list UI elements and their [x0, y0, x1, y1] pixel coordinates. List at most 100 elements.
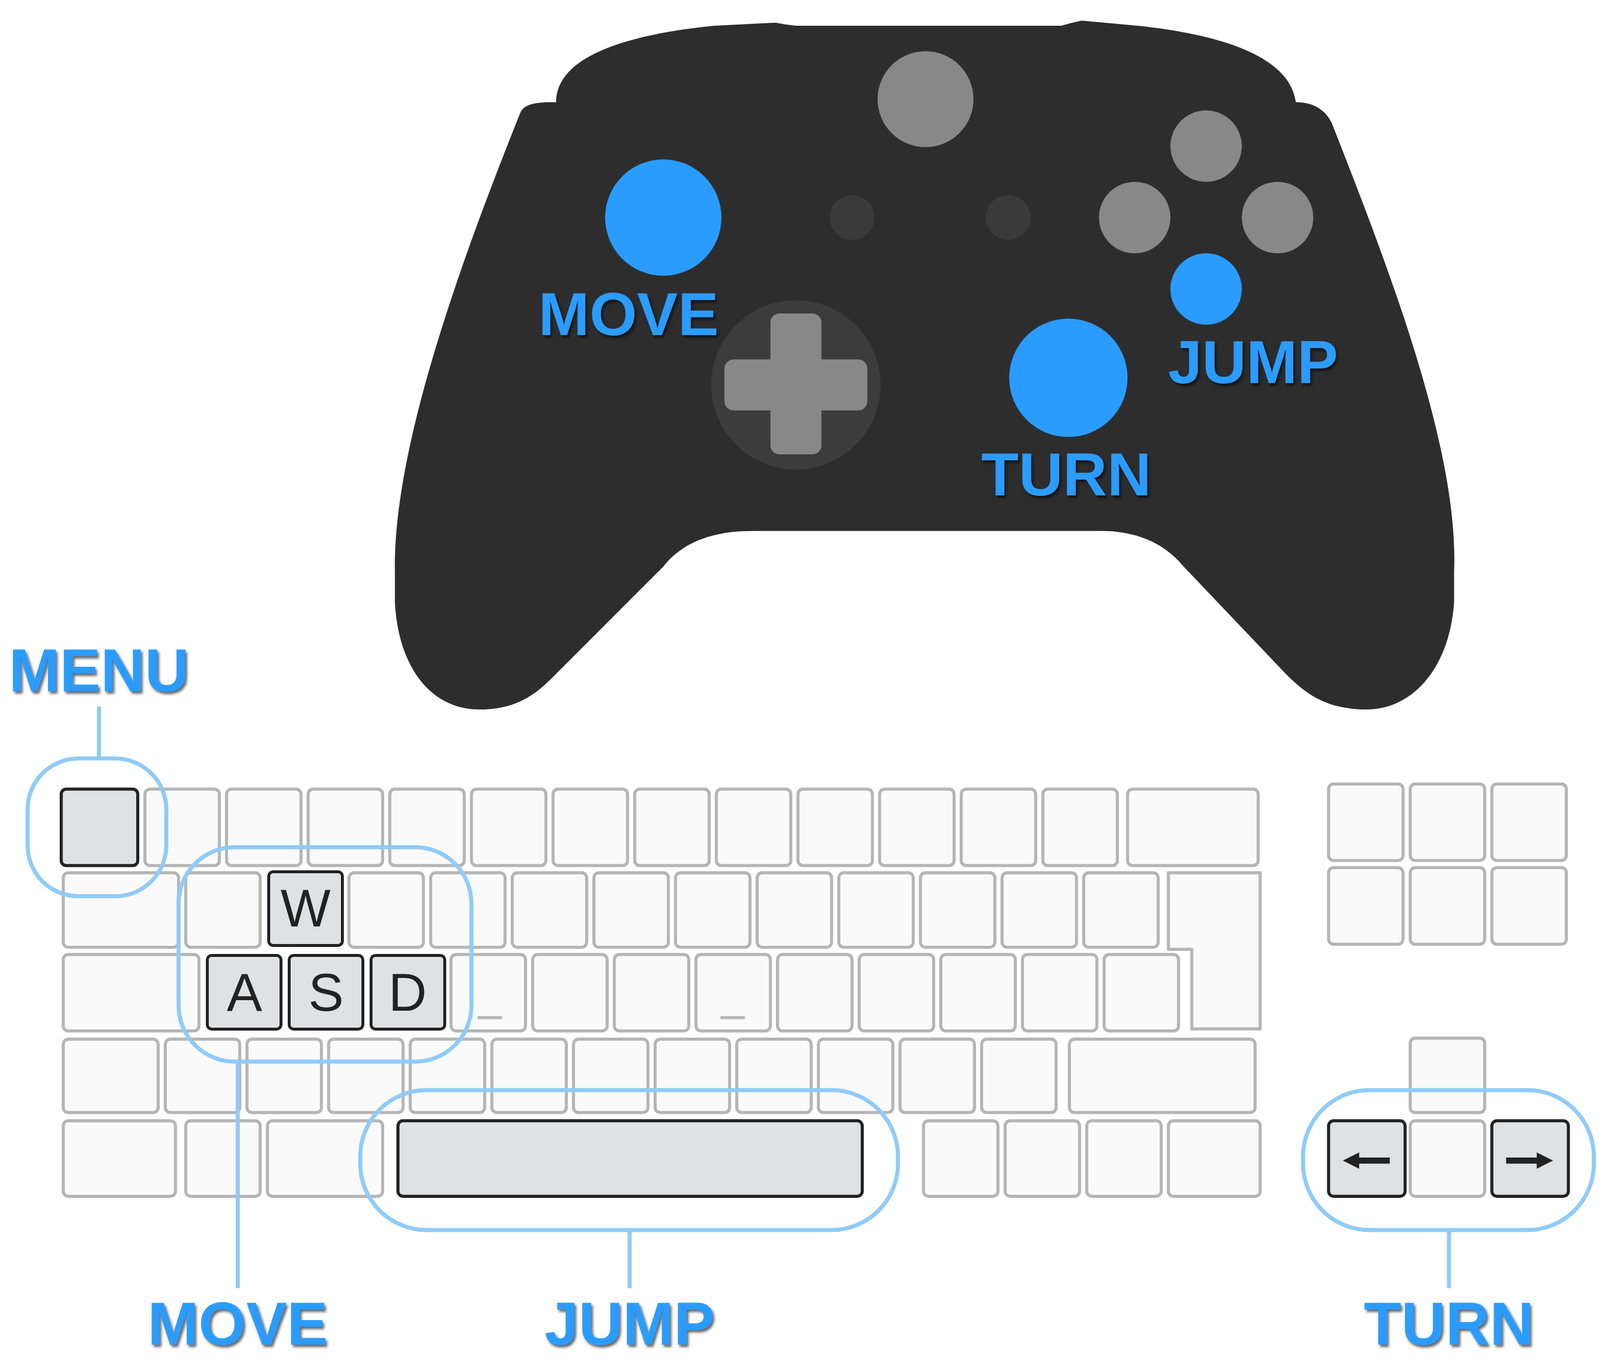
control-label: MOVE	[538, 283, 719, 346]
left-arrow-symbol	[1342, 1152, 1390, 1169]
face-button	[1170, 110, 1242, 182]
callout-outline	[27, 758, 167, 897]
key	[226, 788, 301, 866]
key	[1409, 783, 1485, 861]
key	[777, 954, 853, 1031]
key	[532, 954, 608, 1031]
key	[1168, 1120, 1261, 1196]
key	[1409, 1038, 1485, 1113]
key	[736, 1039, 812, 1113]
key-cap: S	[287, 953, 365, 1031]
key	[900, 1039, 975, 1113]
key	[398, 1120, 863, 1196]
dpad	[724, 359, 868, 411]
key	[961, 788, 1036, 866]
control-label: JUMP	[1167, 331, 1339, 393]
face-button	[1170, 253, 1242, 325]
key	[923, 1120, 998, 1196]
key	[63, 1039, 158, 1113]
key	[1069, 1039, 1256, 1113]
key	[920, 872, 995, 947]
face-button	[1098, 181, 1171, 254]
key	[1042, 788, 1117, 866]
key	[675, 872, 750, 947]
key	[308, 788, 383, 866]
right-stick	[1009, 318, 1128, 437]
key	[1409, 867, 1485, 944]
callout-outline	[1302, 1090, 1594, 1230]
key	[859, 954, 934, 1031]
home-bump	[720, 1015, 746, 1019]
key	[185, 1120, 261, 1196]
callout-label: MOVE	[147, 1292, 328, 1355]
key	[185, 872, 261, 947]
key	[1328, 1120, 1406, 1196]
key	[553, 788, 628, 866]
face-button	[1242, 181, 1314, 254]
callout-outline	[178, 847, 472, 1062]
right-arrow-symbol	[1505, 1152, 1553, 1169]
key	[1104, 954, 1179, 1031]
key	[818, 1039, 893, 1113]
key	[1127, 788, 1258, 866]
key	[63, 872, 179, 947]
leader-line	[627, 1229, 632, 1288]
key-cap: A	[205, 953, 283, 1031]
guide-button	[877, 51, 974, 148]
key	[695, 954, 771, 1031]
control-label: TURN	[981, 443, 1152, 506]
key	[491, 1039, 567, 1113]
key	[716, 788, 791, 866]
key-letter: S	[308, 966, 344, 1020]
key	[594, 872, 669, 947]
key	[614, 954, 689, 1031]
callouts	[27, 706, 1594, 1289]
key	[1083, 872, 1158, 947]
left-stick	[605, 159, 722, 277]
callout-label: TURN	[1363, 1292, 1534, 1355]
key	[512, 872, 587, 947]
key	[63, 1120, 176, 1196]
key	[1491, 867, 1567, 944]
key	[1491, 783, 1567, 861]
key	[349, 872, 424, 947]
key	[1328, 783, 1403, 861]
key	[838, 872, 913, 947]
key	[573, 1039, 648, 1113]
key	[1001, 872, 1077, 947]
keyboard	[61, 783, 1569, 1196]
key	[390, 788, 465, 866]
leader-line	[97, 706, 102, 759]
key-letter: A	[226, 966, 263, 1020]
key	[634, 788, 709, 866]
key-cap: W	[267, 870, 344, 947]
key	[450, 954, 526, 1031]
dpad-well	[711, 300, 881, 470]
key	[471, 788, 546, 866]
key	[1491, 1120, 1569, 1196]
callout-label: MENU	[8, 639, 189, 702]
key	[798, 788, 873, 866]
key	[654, 1039, 730, 1113]
key	[1328, 867, 1403, 944]
leader-line	[235, 1061, 240, 1288]
key-letter: W	[280, 881, 331, 936]
menu-button	[985, 195, 1031, 241]
key	[1409, 1120, 1485, 1196]
key	[940, 954, 1016, 1031]
view-button	[829, 195, 875, 241]
key	[61, 788, 139, 866]
leader-line	[1446, 1229, 1451, 1288]
key-cap: D	[369, 953, 447, 1031]
key	[879, 788, 954, 866]
key	[757, 872, 832, 947]
controller-body	[394, 20, 1455, 710]
callout-outline	[360, 1090, 899, 1230]
enter-key	[1168, 872, 1261, 1029]
key	[1005, 1120, 1080, 1196]
callout-label: JUMP	[544, 1292, 715, 1355]
key	[981, 1039, 1057, 1113]
key	[1022, 954, 1097, 1031]
